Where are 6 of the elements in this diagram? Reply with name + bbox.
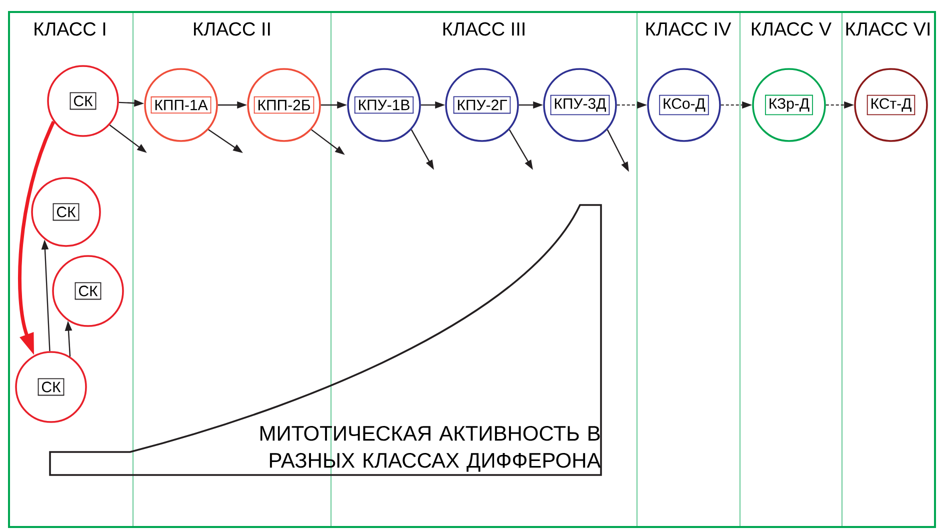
column-heading: КЛАСС III (443, 22, 524, 36)
column-heading: КЛАСС VI (846, 22, 930, 36)
column-heading: КЛАСС IV (646, 22, 732, 36)
column-heading: КЛАСС II (194, 22, 270, 36)
column-heading: КЛАСС V (752, 22, 832, 36)
column-heading: КЛАСС I (34, 22, 106, 36)
